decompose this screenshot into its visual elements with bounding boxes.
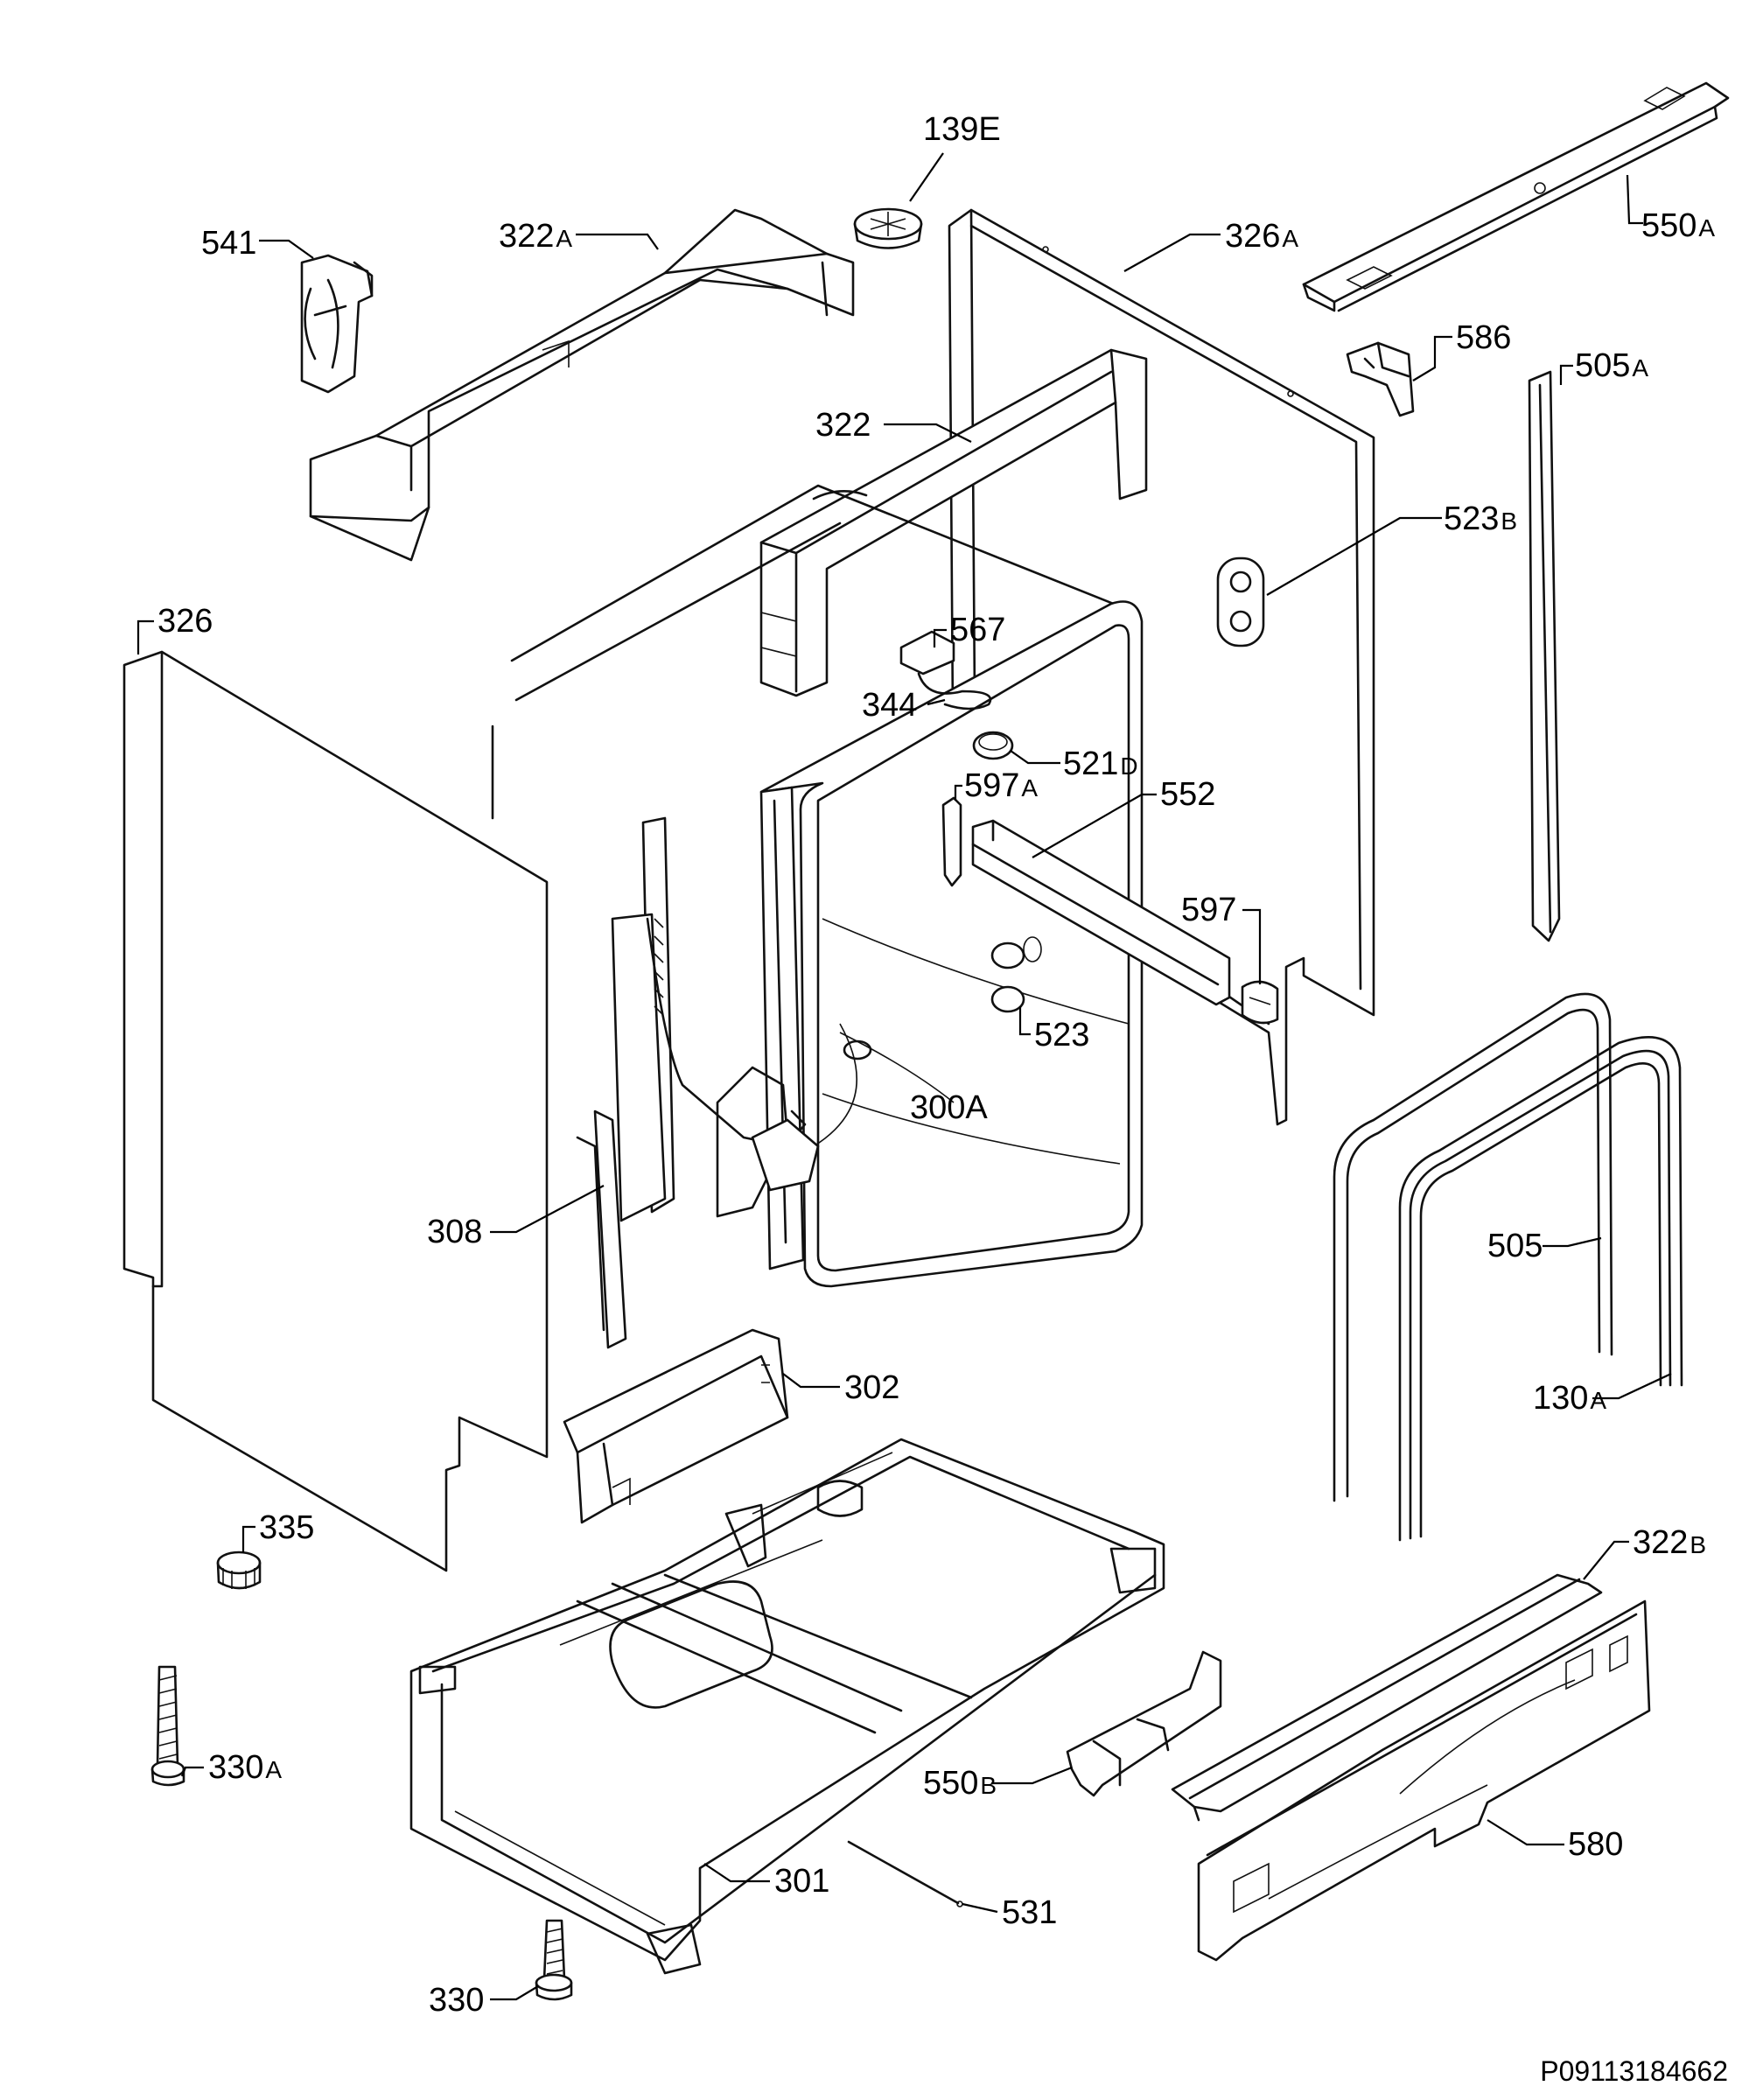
part-586 <box>1346 341 1415 417</box>
part-308 <box>576 816 820 1349</box>
callout-330: 330 <box>429 1982 484 2019</box>
callout-130A: 130A <box>1533 1380 1606 1417</box>
part-597A <box>941 796 962 887</box>
callout-300A: 300A <box>910 1089 988 1126</box>
callout-322B: 322B <box>1633 1524 1706 1561</box>
callout-552: 552 <box>1160 776 1215 813</box>
part-322B <box>1171 1573 1603 1822</box>
part-322A <box>309 208 855 562</box>
part-521D <box>972 731 1014 760</box>
part-531 <box>847 1840 963 1908</box>
callout-326A: 326A <box>1225 218 1298 255</box>
part-326 <box>122 650 549 1572</box>
part-523B <box>1216 556 1265 648</box>
leader-lines <box>136 152 1672 2001</box>
part-541 <box>300 254 374 394</box>
callout-597: 597 <box>1181 892 1236 928</box>
part-335 <box>216 1550 262 1590</box>
part-580 <box>1197 1600 1651 1962</box>
part-523 <box>990 936 1042 1013</box>
callout-labels: 139E 541 322A 326A 550A 586 505A 322 523… <box>157 111 1728 2087</box>
callout-523B: 523B <box>1444 500 1517 537</box>
callout-597A: 597A <box>964 767 1038 804</box>
part-567-344 <box>899 630 992 710</box>
callout-139E: 139E <box>923 111 1001 148</box>
callout-550B: 550B <box>923 1765 997 1802</box>
part-550A <box>1302 81 1730 312</box>
part-330 <box>535 1919 573 2001</box>
callout-330A: 330A <box>208 1749 282 1786</box>
callout-541: 541 <box>201 225 256 262</box>
part-552 <box>971 819 1231 1006</box>
callout-335: 335 <box>259 1509 314 1546</box>
callout-586: 586 <box>1456 319 1511 356</box>
reference-code: P09113184662 <box>1540 2055 1728 2087</box>
part-322 <box>759 348 1148 697</box>
part-139E <box>853 207 923 249</box>
callout-567: 567 <box>950 612 1005 648</box>
callout-550A: 550A <box>1641 207 1715 244</box>
callout-326: 326 <box>157 603 213 640</box>
callout-521D: 521D <box>1063 746 1138 782</box>
callout-322: 322 <box>815 407 871 444</box>
part-302 <box>563 1328 789 1524</box>
callout-505A: 505A <box>1575 347 1648 384</box>
callout-580: 580 <box>1568 1826 1623 1863</box>
part-505A <box>1528 370 1561 942</box>
callout-308: 308 <box>427 1214 482 1250</box>
callout-523: 523 <box>1034 1017 1089 1054</box>
callout-301: 301 <box>774 1863 829 1900</box>
callout-344: 344 <box>862 687 917 724</box>
part-550B <box>1066 1650 1222 1797</box>
callout-505: 505 <box>1487 1228 1543 1264</box>
callout-531: 531 <box>1002 1894 1057 1931</box>
part-330A <box>150 1665 185 1787</box>
part-505 <box>1333 992 1613 1502</box>
part-130A <box>1398 1036 1683 1542</box>
part-597 <box>1241 980 1279 1025</box>
callout-322A: 322A <box>499 218 572 255</box>
callout-302: 302 <box>844 1369 899 1406</box>
